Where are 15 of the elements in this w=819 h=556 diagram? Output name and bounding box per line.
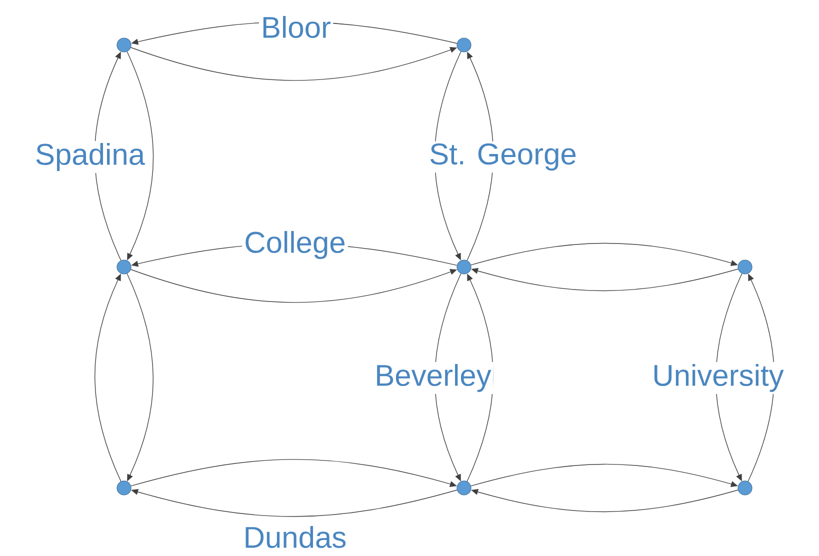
street-label: Bloor	[259, 14, 334, 40]
street-label: St. George	[427, 141, 579, 173]
station-dot	[456, 480, 472, 496]
station-dot	[116, 480, 132, 496]
street-label: College	[242, 229, 348, 261]
street-label: Dundas	[241, 524, 349, 550]
station-dot	[738, 480, 752, 496]
station-dot	[456, 38, 472, 52]
station-dot	[116, 38, 132, 52]
street-label: Beverley	[372, 362, 494, 394]
station-dot	[738, 260, 752, 274]
station-dot	[456, 260, 472, 274]
station-dot	[116, 260, 132, 274]
street-label: Spadina	[32, 141, 148, 173]
street-label: University	[650, 362, 786, 394]
